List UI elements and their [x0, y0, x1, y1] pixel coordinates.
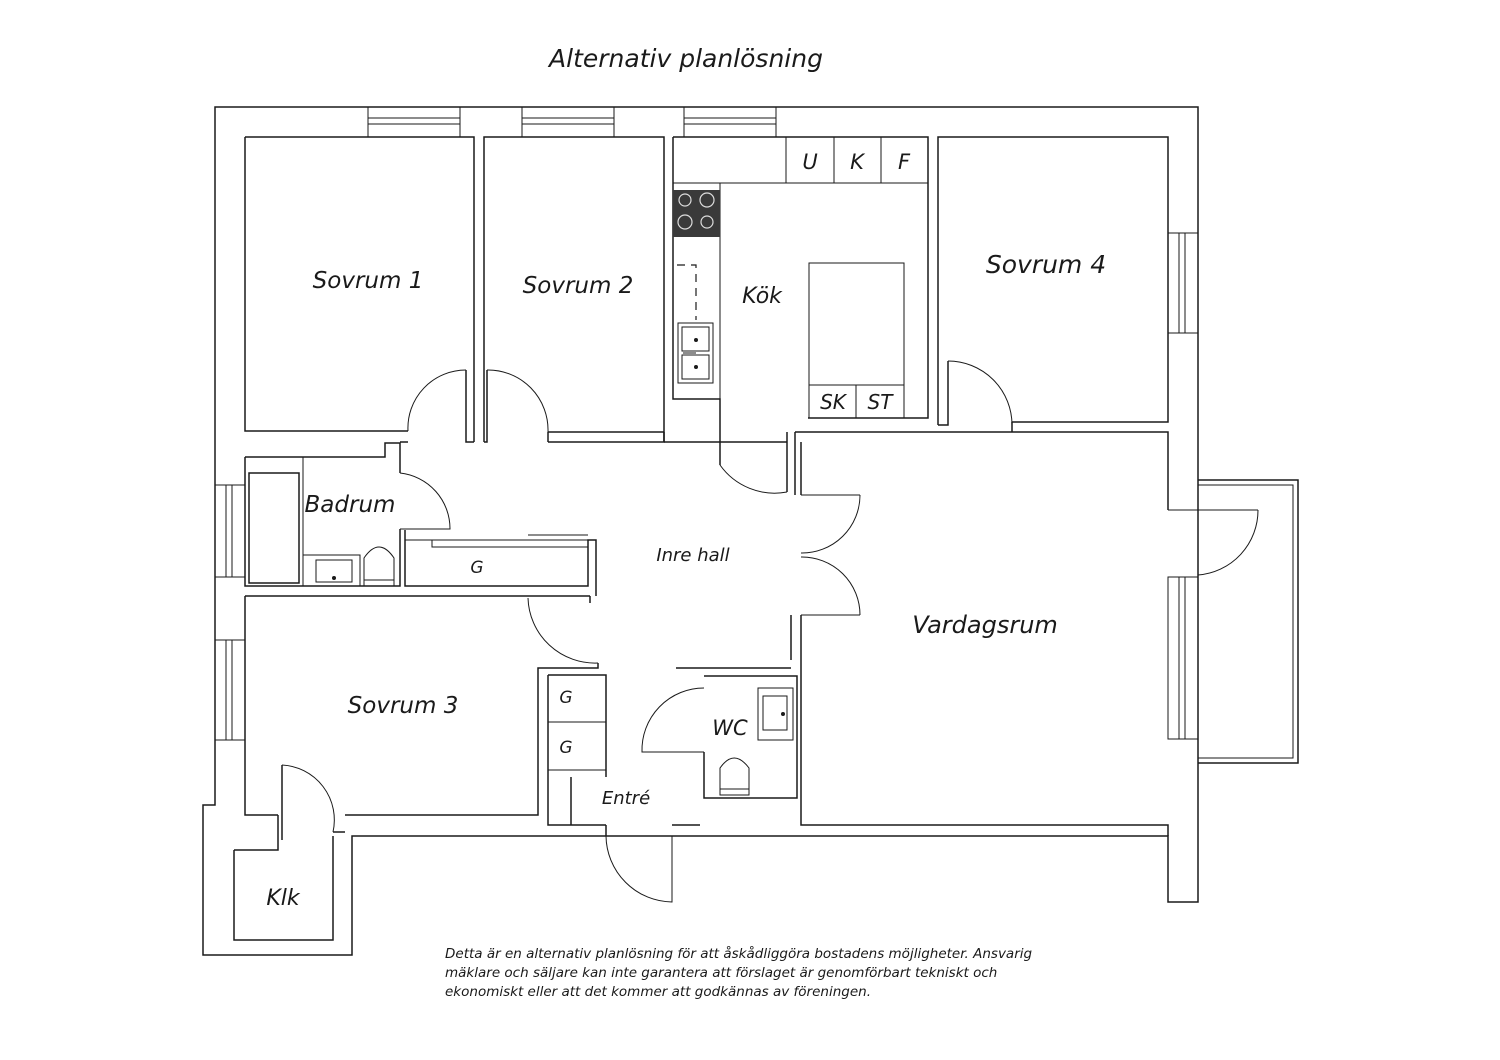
room-sovrum-3	[244, 596, 599, 816]
disclaimer-text: Detta är en alternativ planlösning för a…	[445, 945, 1085, 1002]
label-sovrum-2: Sovrum 2	[523, 273, 634, 299]
room-wc	[641, 667, 798, 799]
room-badrum	[244, 442, 590, 597]
label-entre: Entré	[602, 788, 650, 809]
room-entre	[547, 674, 700, 903]
room-klk	[233, 764, 345, 941]
kitchen-sink-icon	[677, 322, 714, 384]
label-fixture-u: U	[802, 150, 817, 174]
label-closet-entre-1: G	[559, 688, 572, 708]
label-vardagsrum: Vardagsrum	[912, 611, 1058, 639]
label-sovrum-4: Sovrum 4	[986, 250, 1106, 279]
room-labels: Sovrum 1 Sovrum 2 Kök Sovrum 4 Badrum In…	[266, 150, 1106, 911]
room-sovrum-2	[483, 136, 665, 443]
sink-icon	[315, 559, 353, 583]
hall-closet	[404, 530, 597, 596]
label-fixture-sk: SK	[820, 390, 848, 414]
disclaimer-line: Detta är en alternativ planlösning för a…	[445, 946, 1033, 962]
disclaimer-line: ekonomiskt eller att det kommer att godk…	[445, 984, 871, 1000]
balcony	[1198, 479, 1299, 764]
label-closet-entre-2: G	[559, 738, 572, 758]
toilet-icon	[363, 546, 395, 587]
room-sovrum-1	[244, 136, 475, 443]
windows	[214, 106, 1199, 741]
disclaimer-line: mäklare och säljare kan inte garantera a…	[445, 965, 998, 981]
label-sovrum-3: Sovrum 3	[348, 693, 459, 719]
label-wc: WC	[712, 716, 748, 740]
label-badrum: Badrum	[305, 492, 396, 518]
label-fixture-k: K	[850, 150, 866, 174]
room-inre-hall	[400, 432, 787, 443]
sink-icon	[757, 687, 794, 741]
room-vardagsrum	[790, 431, 1259, 836]
shower-icon	[248, 472, 300, 584]
toilet-icon	[719, 757, 750, 796]
label-kok: Kök	[742, 284, 783, 309]
label-sovrum-1: Sovrum 1	[313, 268, 424, 294]
label-closet-hall: G	[470, 558, 483, 578]
label-klk: Klk	[266, 886, 301, 911]
room-sovrum-4	[937, 136, 1169, 432]
label-inre-hall: Inre hall	[656, 545, 729, 566]
plan-title: Alternativ planlösning	[549, 44, 823, 73]
room-kok	[672, 136, 929, 494]
label-fixture-f: F	[898, 150, 911, 174]
label-fixture-st: ST	[868, 390, 895, 414]
